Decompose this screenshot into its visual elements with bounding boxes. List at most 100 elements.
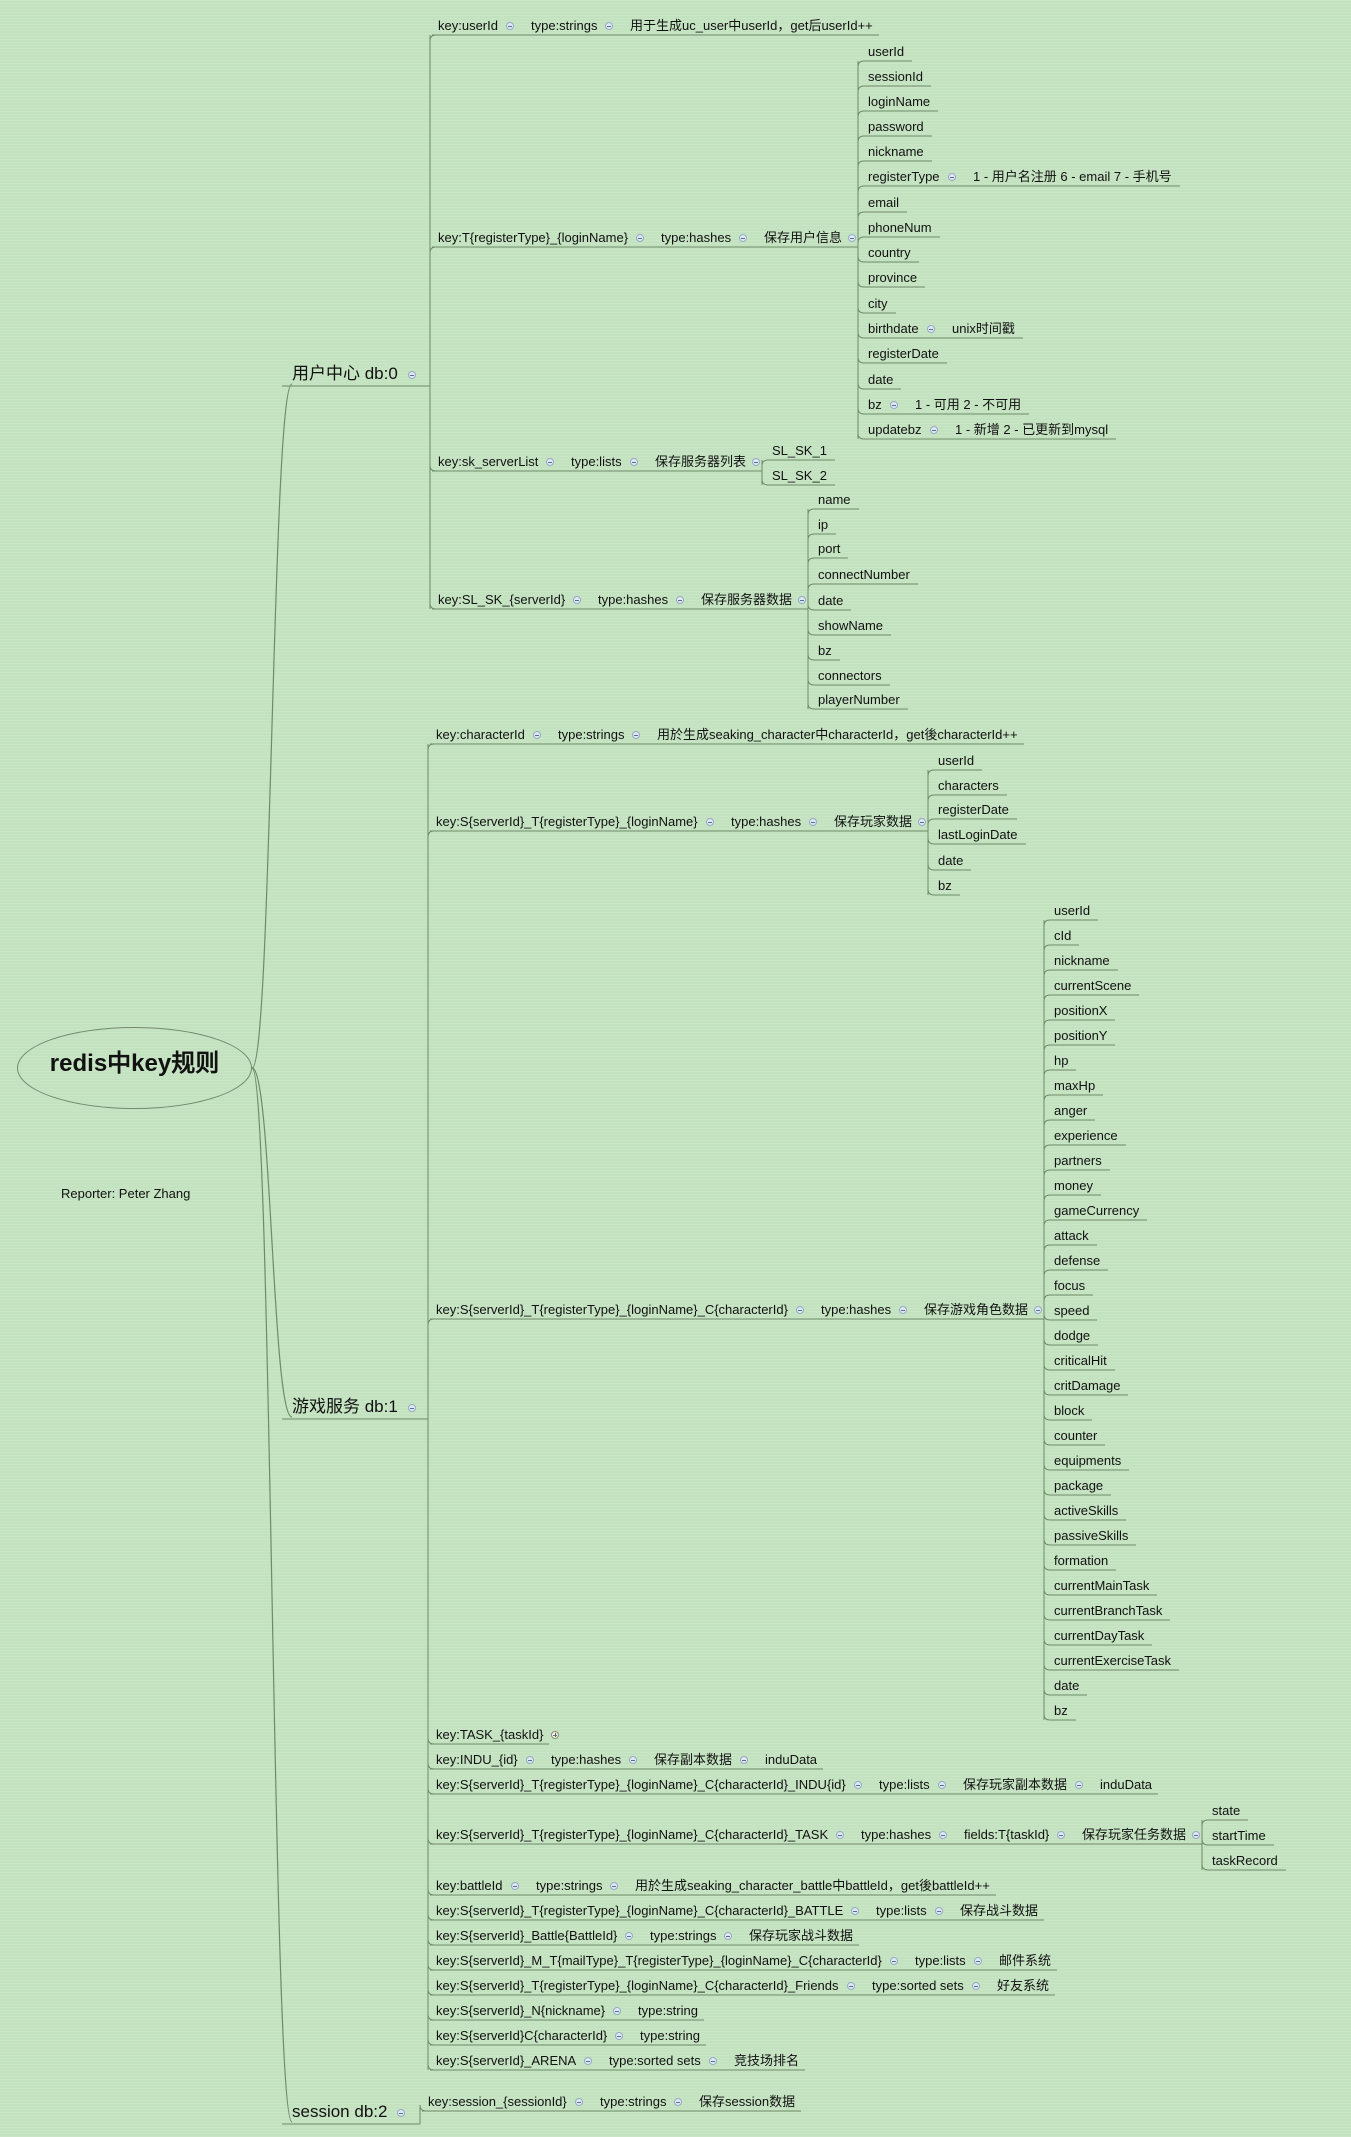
segment-collapse-icon[interactable]: [546, 458, 554, 466]
segment-collapse-icon[interactable]: [674, 2098, 682, 2106]
segment-collapse-icon[interactable]: [573, 596, 581, 604]
root-node[interactable]: [17, 1027, 252, 1109]
field-label[interactable]: registerType: [868, 169, 940, 184]
segment-collapse-icon[interactable]: [676, 596, 684, 604]
node-segment[interactable]: type:strings: [650, 1928, 717, 1943]
segment-collapse-icon[interactable]: [584, 2057, 592, 2065]
key-label[interactable]: key:sk_serverList: [438, 454, 539, 469]
segment-collapse-icon[interactable]: [533, 731, 541, 739]
key-label[interactable]: key:battleId: [436, 1878, 503, 1893]
field-label[interactable]: money: [1054, 1178, 1094, 1193]
field-label[interactable]: lastLoginDate: [938, 827, 1018, 842]
key-label[interactable]: key:INDU_{id}: [436, 1752, 518, 1767]
field-label[interactable]: ip: [818, 517, 829, 532]
node-segment[interactable]: 保存玩家数据: [834, 814, 913, 829]
field-label[interactable]: experience: [1054, 1128, 1118, 1143]
segment-collapse-icon[interactable]: [974, 1957, 982, 1965]
field-label[interactable]: country: [868, 245, 911, 260]
segment-collapse-icon[interactable]: [630, 458, 638, 466]
node-segment[interactable]: type:hashes: [731, 814, 802, 829]
field-note[interactable]: 1 - 用户名注册 6 - email 7 - 手机号: [973, 169, 1172, 184]
node-segment[interactable]: type:hashes: [821, 1302, 892, 1317]
field-label[interactable]: showName: [818, 618, 884, 633]
field-label[interactable]: nickname: [1054, 953, 1110, 968]
node-segment[interactable]: type:strings: [531, 18, 598, 33]
segment-collapse-icon[interactable]: [511, 1882, 519, 1890]
branch-label[interactable]: 用户中心 db:0: [292, 364, 398, 383]
segment-collapse-icon[interactable]: [847, 1982, 855, 1990]
segment-collapse-icon[interactable]: [636, 234, 644, 242]
segment-collapse-icon[interactable]: [740, 1756, 748, 1764]
field-label[interactable]: positionX: [1054, 1003, 1108, 1018]
field-label[interactable]: currentScene: [1054, 978, 1132, 993]
field-label[interactable]: sessionId: [868, 69, 923, 84]
field-label[interactable]: playerNumber: [818, 692, 900, 707]
node-segment[interactable]: 用于生成uc_user中userId，get后userId++: [630, 18, 873, 33]
field-label[interactable]: bz: [818, 643, 832, 658]
field-label[interactable]: date: [938, 853, 964, 868]
field-label[interactable]: SL_SK_1: [772, 443, 827, 458]
node-segment[interactable]: type:lists: [915, 1953, 966, 1968]
field-label[interactable]: counter: [1054, 1428, 1098, 1443]
field-label[interactable]: name: [818, 492, 851, 507]
field-label[interactable]: critDamage: [1054, 1378, 1121, 1393]
key-label[interactable]: key:S{serverId}_ARENA: [436, 2053, 577, 2068]
node-segment[interactable]: 保存玩家副本数据: [963, 1777, 1068, 1792]
key-label[interactable]: key:S{serverId}_T{registerType}_{loginNa…: [436, 814, 698, 829]
node-segment[interactable]: fields:T{taskId}: [964, 1827, 1050, 1842]
field-label[interactable]: registerDate: [938, 802, 1009, 817]
field-label[interactable]: cId: [1054, 928, 1072, 943]
node-segment[interactable]: type:sorted sets: [872, 1978, 964, 1993]
key-label[interactable]: key:S{serverId}_Battle{BattleId}: [436, 1928, 618, 1943]
field-label[interactable]: speed: [1054, 1303, 1090, 1318]
node-segment[interactable]: type:strings: [536, 1878, 603, 1893]
segment-collapse-icon[interactable]: [938, 1781, 946, 1789]
field-label[interactable]: updatebz: [868, 422, 922, 437]
segment-collapse-icon[interactable]: [939, 1831, 947, 1839]
node-segment[interactable]: 竞技场排名: [734, 2053, 800, 2068]
key-label[interactable]: key:S{serverId}_T{registerType}_{loginNa…: [436, 1777, 846, 1792]
field-label[interactable]: password: [868, 119, 924, 134]
node-segment[interactable]: induData: [765, 1752, 818, 1767]
node-segment[interactable]: type:string: [638, 2003, 698, 2018]
node-segment[interactable]: type:strings: [600, 2094, 667, 2109]
key-label[interactable]: key:S{serverId}_T{registerType}_{loginNa…: [436, 1978, 839, 1993]
field-label[interactable]: currentMainTask: [1054, 1578, 1150, 1593]
node-segment[interactable]: 保存玩家任务数据: [1082, 1827, 1187, 1842]
segment-collapse-icon[interactable]: [632, 731, 640, 739]
field-note[interactable]: 1 - 新增 2 - 已更新到mysql: [955, 422, 1109, 437]
segment-collapse-icon[interactable]: [899, 1306, 907, 1314]
key-label[interactable]: key:S{serverId}_T{registerType}_{loginNa…: [436, 1302, 788, 1317]
field-label[interactable]: characters: [938, 778, 999, 793]
key-label[interactable]: key:S{serverId}_N{nickname}: [436, 2003, 606, 2018]
branch-label[interactable]: session db:2: [292, 2102, 388, 2121]
segment-collapse-icon[interactable]: [724, 1932, 732, 1940]
node-segment[interactable]: 好友系统: [997, 1978, 1050, 1993]
segment-collapse-icon[interactable]: [613, 2007, 621, 2015]
segment-collapse-icon[interactable]: [625, 1932, 633, 1940]
key-label[interactable]: key:TASK_{taskId}: [436, 1727, 544, 1742]
field-label[interactable]: userId: [938, 753, 975, 768]
field-label[interactable]: nickname: [868, 144, 924, 159]
segment-collapse-icon[interactable]: [709, 2057, 717, 2065]
children-collapse-icon[interactable]: [918, 818, 926, 826]
node-segment[interactable]: type:hashes: [598, 592, 669, 607]
segment-collapse-icon[interactable]: [739, 234, 747, 242]
field-label[interactable]: connectors: [818, 668, 882, 683]
field-collapse-icon[interactable]: [927, 325, 935, 333]
field-label[interactable]: birthdate: [868, 321, 919, 336]
branch-collapse-icon[interactable]: [408, 371, 416, 379]
field-label[interactable]: attack: [1054, 1228, 1089, 1243]
node-segment[interactable]: type:hashes: [661, 230, 732, 245]
field-label[interactable]: registerDate: [868, 346, 939, 361]
branch-collapse-icon[interactable]: [397, 2109, 405, 2117]
field-label[interactable]: port: [818, 541, 841, 556]
node-segment[interactable]: type:sorted sets: [609, 2053, 701, 2068]
key-label[interactable]: key:characterId: [436, 727, 525, 742]
field-label[interactable]: package: [1054, 1478, 1104, 1493]
field-collapse-icon[interactable]: [948, 173, 956, 181]
node-segment[interactable]: type:lists: [879, 1777, 930, 1792]
key-label[interactable]: key:S{serverId}_T{registerType}_{loginNa…: [436, 1903, 844, 1918]
key-label[interactable]: key:S{serverId}_T{registerType}_{loginNa…: [436, 1827, 829, 1842]
field-label[interactable]: userId: [868, 44, 905, 59]
